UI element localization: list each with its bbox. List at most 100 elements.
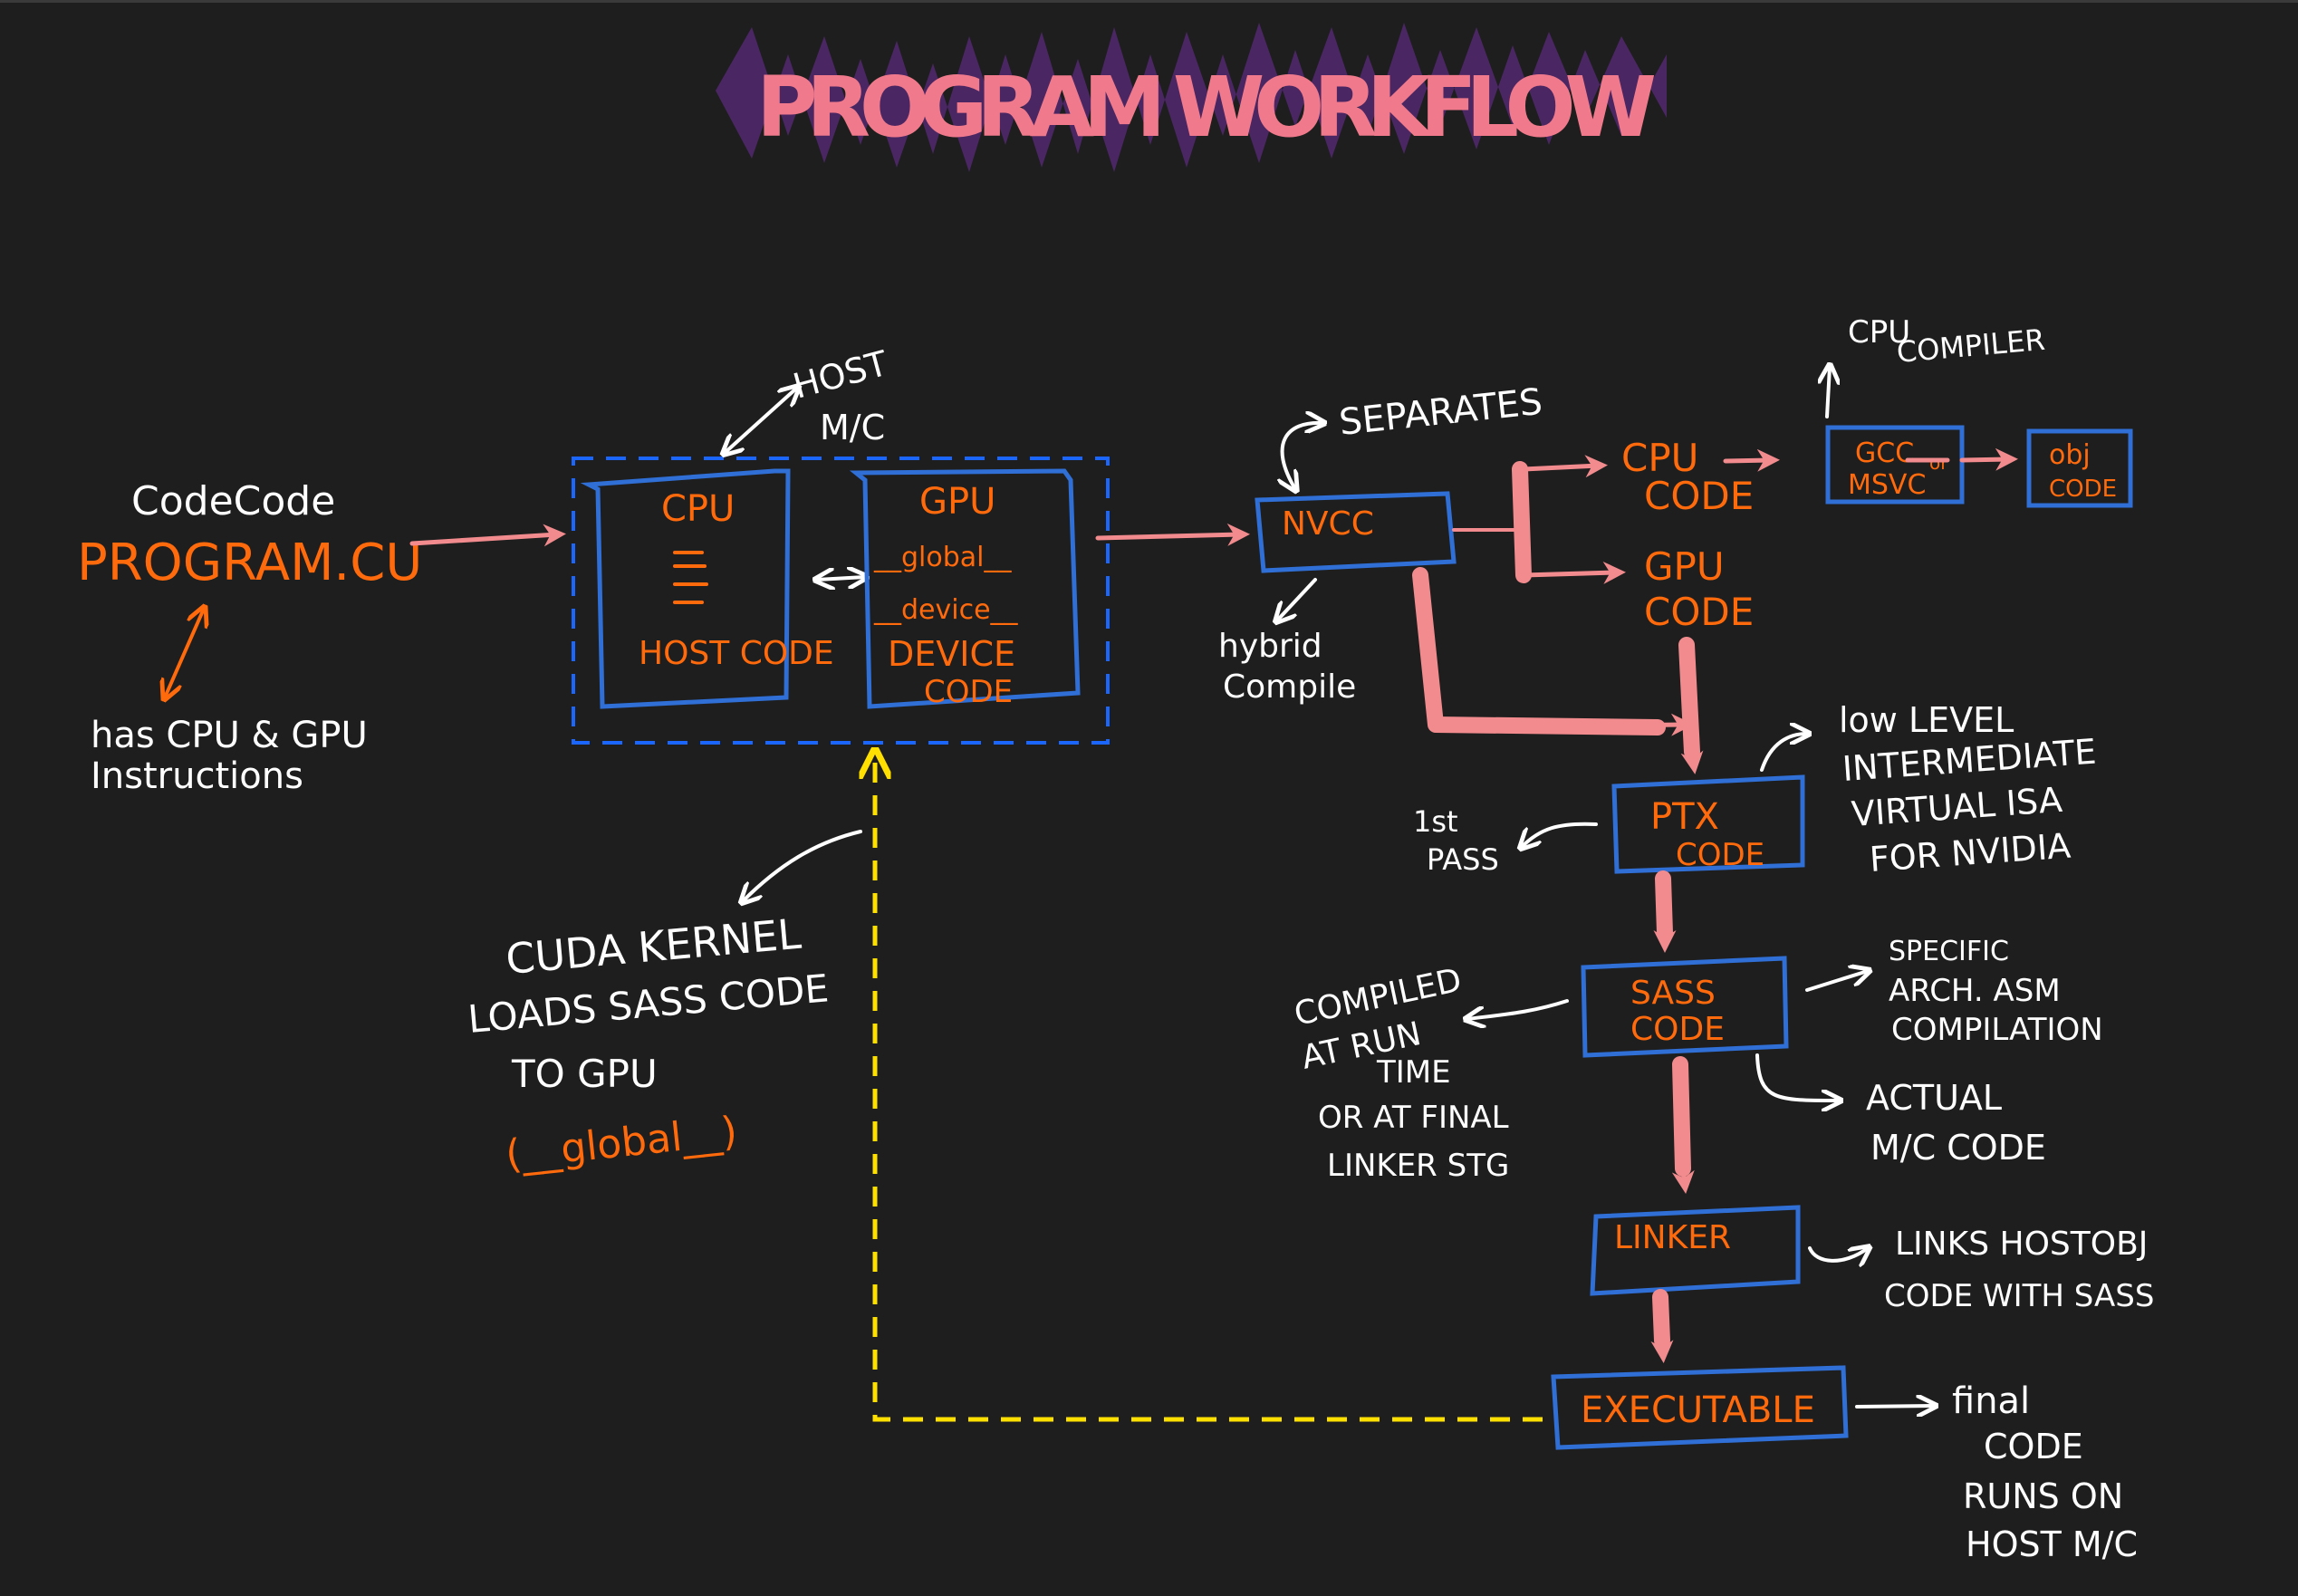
compiler-note-line-2: COMPILER xyxy=(1895,322,2046,370)
gpu-box-body-line-2: CODE xyxy=(924,674,1013,710)
executable-label: EXECUTABLE xyxy=(1581,1389,1815,1431)
sass-bottom-note-line-2: M/C CODE xyxy=(1870,1128,2046,1168)
cpu-code-line-1: CPU xyxy=(1621,436,1698,480)
nvcc-note-bottom-line-2: Compile xyxy=(1223,668,1356,706)
sass-to-linker-pipe xyxy=(1672,1056,1691,1177)
executable-note-line-4: HOST M/C xyxy=(1966,1524,2138,1564)
gpu-to-ptx-pipe xyxy=(1678,637,1700,760)
sass-left-note-line-4: OR AT FINAL xyxy=(1318,1100,1509,1136)
gpu-code-line-2: CODE xyxy=(1644,590,1754,634)
kernel-note-group: CUDA KERNEL LOADS SASS CODE TO GPU (__gl… xyxy=(466,830,862,1178)
host-machine-container xyxy=(572,457,1110,745)
compiler-line-1: GCC xyxy=(1855,437,1914,469)
host-label-line-1: HOST xyxy=(789,343,892,407)
host-label-arrow xyxy=(725,388,797,453)
kernel-load-dashed-arrow xyxy=(875,754,1543,1422)
kernel-note-arrow xyxy=(743,830,862,901)
arrow-source-to-host xyxy=(409,524,566,547)
sass-left-note-line-3: TIME xyxy=(1376,1054,1451,1091)
host-label-line-2: M/C xyxy=(820,408,885,447)
compiler-note-arrow xyxy=(1827,367,1830,418)
gpu-qualifier-device: __device__ xyxy=(873,594,1019,626)
ptx-note-line-4: FOR NVIDIA xyxy=(1869,826,2072,880)
kernel-load-path xyxy=(875,754,1543,1422)
sass-label-line-2: CODE xyxy=(1630,1011,1725,1048)
kernel-note-qualifier: (__global__) xyxy=(504,1108,739,1178)
linker-note-line-2: CODE WITH SASS xyxy=(1884,1278,2154,1314)
ptx-group: PTX CODE 1st PASS low LEVEL INTERMEDIATE… xyxy=(1413,700,2098,953)
executable-note-line-1: final xyxy=(1952,1380,2030,1422)
sass-right-note-line-3: COMPILATION xyxy=(1891,1012,2103,1048)
nvcc-note-bottom-line-1: hybrid xyxy=(1218,628,1322,665)
sass-left-note-line-5: LINKER STG xyxy=(1327,1148,1509,1184)
sass-box[interactable] xyxy=(1581,956,1789,1058)
sass-label-line-1: SASS xyxy=(1630,975,1716,1012)
executable-note-line-3: RUNS ON xyxy=(1963,1476,2123,1516)
window-top-border xyxy=(0,0,2298,3)
executable-box[interactable] xyxy=(1551,1365,1849,1450)
ptx-pass-arrow xyxy=(1522,822,1598,847)
ptx-to-sass-pipe xyxy=(1655,870,1673,941)
obj-code-box[interactable] xyxy=(2026,428,2133,508)
ptx-pass-line-1: 1st xyxy=(1413,804,1458,839)
split-connector xyxy=(1412,455,1694,736)
compiler-or-label: or xyxy=(1929,452,1948,474)
obj-line-1: obj xyxy=(2049,439,2091,471)
arrow-cpu-code-to-compiler xyxy=(1723,448,1780,472)
source-file-name: PROGRAM.CU xyxy=(77,534,422,592)
sass-group: SASS CODE COMPILED AT RUN TIME OR AT FIN… xyxy=(1291,936,2103,1194)
nvcc-hybrid-arrow xyxy=(1277,578,1317,620)
linker-box[interactable] xyxy=(1590,1205,1801,1296)
sass-right-note-line-2: ARCH. ASM xyxy=(1889,973,2061,1009)
arrow-linker-to-executable xyxy=(1650,1338,1674,1363)
arrow-to-cpu-code xyxy=(1521,455,1608,478)
compiler-line-2: MSVC xyxy=(1848,469,1926,501)
sass-bottom-note-arrow xyxy=(1755,1053,1839,1101)
ptx-label-line-1: PTX xyxy=(1650,796,1719,838)
cpu-box-title: CPU xyxy=(661,488,735,530)
obj-line-2: CODE xyxy=(2049,476,2117,503)
nvcc-separates-arrow xyxy=(1283,423,1322,489)
gpu-box-title: GPU xyxy=(919,481,995,523)
executable-note-line-2: CODE xyxy=(1984,1427,2083,1466)
sass-right-note-arrow xyxy=(1805,971,1868,992)
gcc-msvc-box[interactable] xyxy=(1825,425,1965,505)
gpu-branch-group: GPU CODE xyxy=(1644,544,1754,774)
cpu-box[interactable] xyxy=(580,468,791,709)
ptx-note-arrow xyxy=(1760,734,1807,772)
title-group: PROGRAM WORKFLOW xyxy=(716,23,1667,172)
cpu-branch-group: CPU CODE GCC MSVC or CPU COMPILER obj CO… xyxy=(1621,314,2133,518)
nvcc-label: NVCC xyxy=(1282,505,1374,543)
executable-group: EXECUTABLE final CODE RUNS ON HOST M/C xyxy=(1551,1365,2138,1564)
ptx-box[interactable] xyxy=(1611,774,1805,874)
source-note-line-2: Instructions xyxy=(91,755,303,797)
split-bar xyxy=(1512,461,1532,583)
gpu-qualifier-global: __global__ xyxy=(873,542,1012,573)
sass-bottom-note-line-1: ACTUAL xyxy=(1866,1078,2002,1118)
arrow-gpu-code-to-ptx xyxy=(1680,749,1704,774)
arrow-compiler-to-obj xyxy=(1959,447,2018,471)
arrow-host-to-nvcc xyxy=(1095,523,1250,546)
ptx-pass-line-2: PASS xyxy=(1427,842,1499,877)
ptx-note-line-3: VIRTUAL ISA xyxy=(1851,780,2064,834)
linker-note-line-1: LINKS HOSTOBJ xyxy=(1895,1226,2148,1263)
sass-left-note-arrow xyxy=(1467,999,1569,1019)
code-lines-icon xyxy=(673,551,708,604)
compiler-note-line-1: CPU xyxy=(1848,314,1910,351)
gpu-box[interactable] xyxy=(849,468,1081,709)
source-note-line-1: has CPU & GPU xyxy=(91,715,368,756)
sass-right-note-line-1: SPECIFIC xyxy=(1889,936,2009,967)
linker-to-exe-pipe xyxy=(1652,1289,1670,1349)
page-title: PROGRAM WORKFLOW xyxy=(756,59,1662,156)
source-caption: CodeCode xyxy=(131,478,335,524)
source-file-group: CodeCode PROGRAM.CU has CPU & GPU Instru… xyxy=(77,478,566,797)
title-highlight xyxy=(716,23,1667,172)
cpu-box-body: HOST CODE xyxy=(639,635,834,672)
nvcc-box[interactable] xyxy=(1255,491,1457,573)
ptx-label-line-2: CODE xyxy=(1676,837,1764,873)
linker-label: LINKER xyxy=(1614,1219,1731,1256)
nvcc-group: NVCC SEPARATES hybrid Compile xyxy=(1218,381,1544,706)
arrow-to-gpu-code xyxy=(1521,561,1626,584)
gpu-code-line-1: GPU xyxy=(1644,544,1725,589)
